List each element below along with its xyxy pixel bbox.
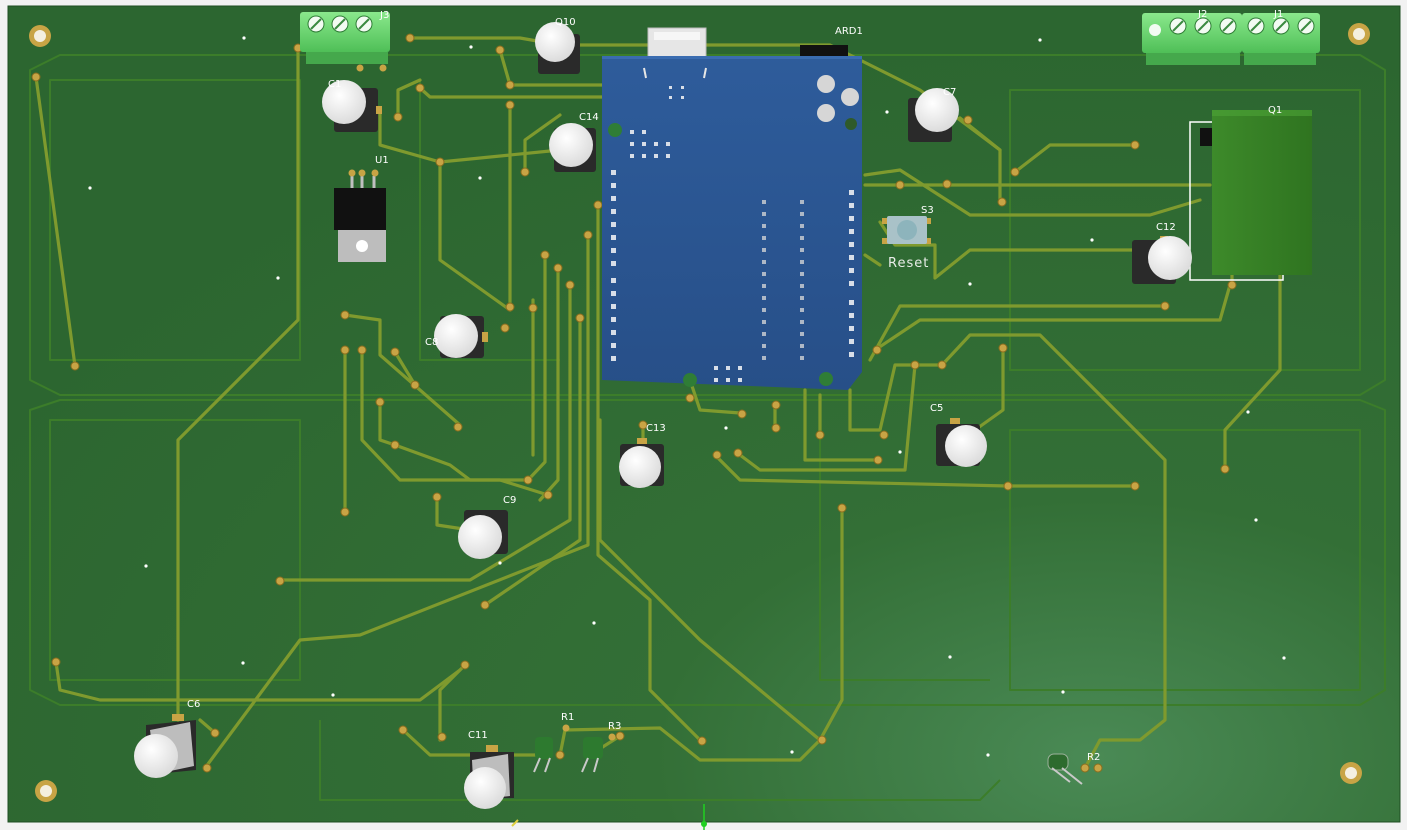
terminal-block-j1[interactable]: [1242, 13, 1320, 65]
label-r1: R1: [561, 712, 574, 723]
copper-traces: [34, 36, 1282, 770]
capacitor-c6[interactable]: [134, 714, 196, 778]
label-c8: C8: [425, 337, 438, 348]
label-ard1: ARD1: [835, 26, 863, 37]
label-j1: J1: [1273, 9, 1283, 20]
label-c12: C12: [1156, 222, 1176, 233]
resistor-r3[interactable]: [581, 733, 616, 773]
capacitor-c14[interactable]: [549, 123, 596, 172]
voltage-regulator-u1[interactable]: [334, 169, 386, 263]
capacitor-c9[interactable]: [458, 510, 508, 559]
copper-pour-outlines: [29, 54, 1386, 801]
capacitor-c11[interactable]: [464, 745, 514, 809]
capacitor-c12[interactable]: [1132, 236, 1192, 284]
label-s3: S3: [921, 205, 934, 216]
capacitor-c1[interactable]: [322, 80, 382, 132]
capacitor-c5[interactable]: [936, 418, 987, 467]
label-c5: C5: [930, 403, 943, 414]
capacitor-c7[interactable]: [908, 88, 959, 142]
silkscreen-dots: [88, 36, 1286, 757]
relay-module-q1[interactable]: [1189, 110, 1312, 281]
capacitor-c8[interactable]: [434, 314, 488, 358]
label-q10: Q10: [555, 17, 576, 28]
label-c13: C13: [646, 423, 666, 434]
reset-button-s3[interactable]: [882, 216, 931, 244]
terminal-block-j3[interactable]: [300, 12, 390, 72]
label-j3: J3: [379, 10, 389, 21]
vias: [31, 33, 1237, 773]
component-q10[interactable]: [535, 22, 580, 74]
label-c14: C14: [579, 112, 599, 123]
label-c11: C11: [468, 730, 488, 741]
label-c6: C6: [187, 699, 200, 710]
label-r2: R2: [1087, 752, 1100, 763]
origin-axis-markers: [511, 804, 707, 830]
resistor-r2[interactable]: [1047, 753, 1083, 785]
capacitor-c13[interactable]: [619, 438, 664, 488]
label-j2: J2: [1197, 9, 1207, 20]
label-q1: Q1: [1268, 105, 1282, 116]
arduino-board-ard1[interactable]: [602, 27, 862, 390]
label-c9: C9: [503, 495, 516, 506]
resistor-r1[interactable]: [533, 724, 570, 773]
label-r3: R3: [608, 721, 621, 732]
label-u1: U1: [375, 155, 389, 166]
terminal-block-j2[interactable]: [1142, 13, 1242, 65]
mounting-holes: [29, 23, 1370, 802]
label-c1: C1: [328, 79, 341, 90]
label-reset: Reset: [888, 256, 929, 271]
label-c7: C7: [943, 87, 956, 98]
